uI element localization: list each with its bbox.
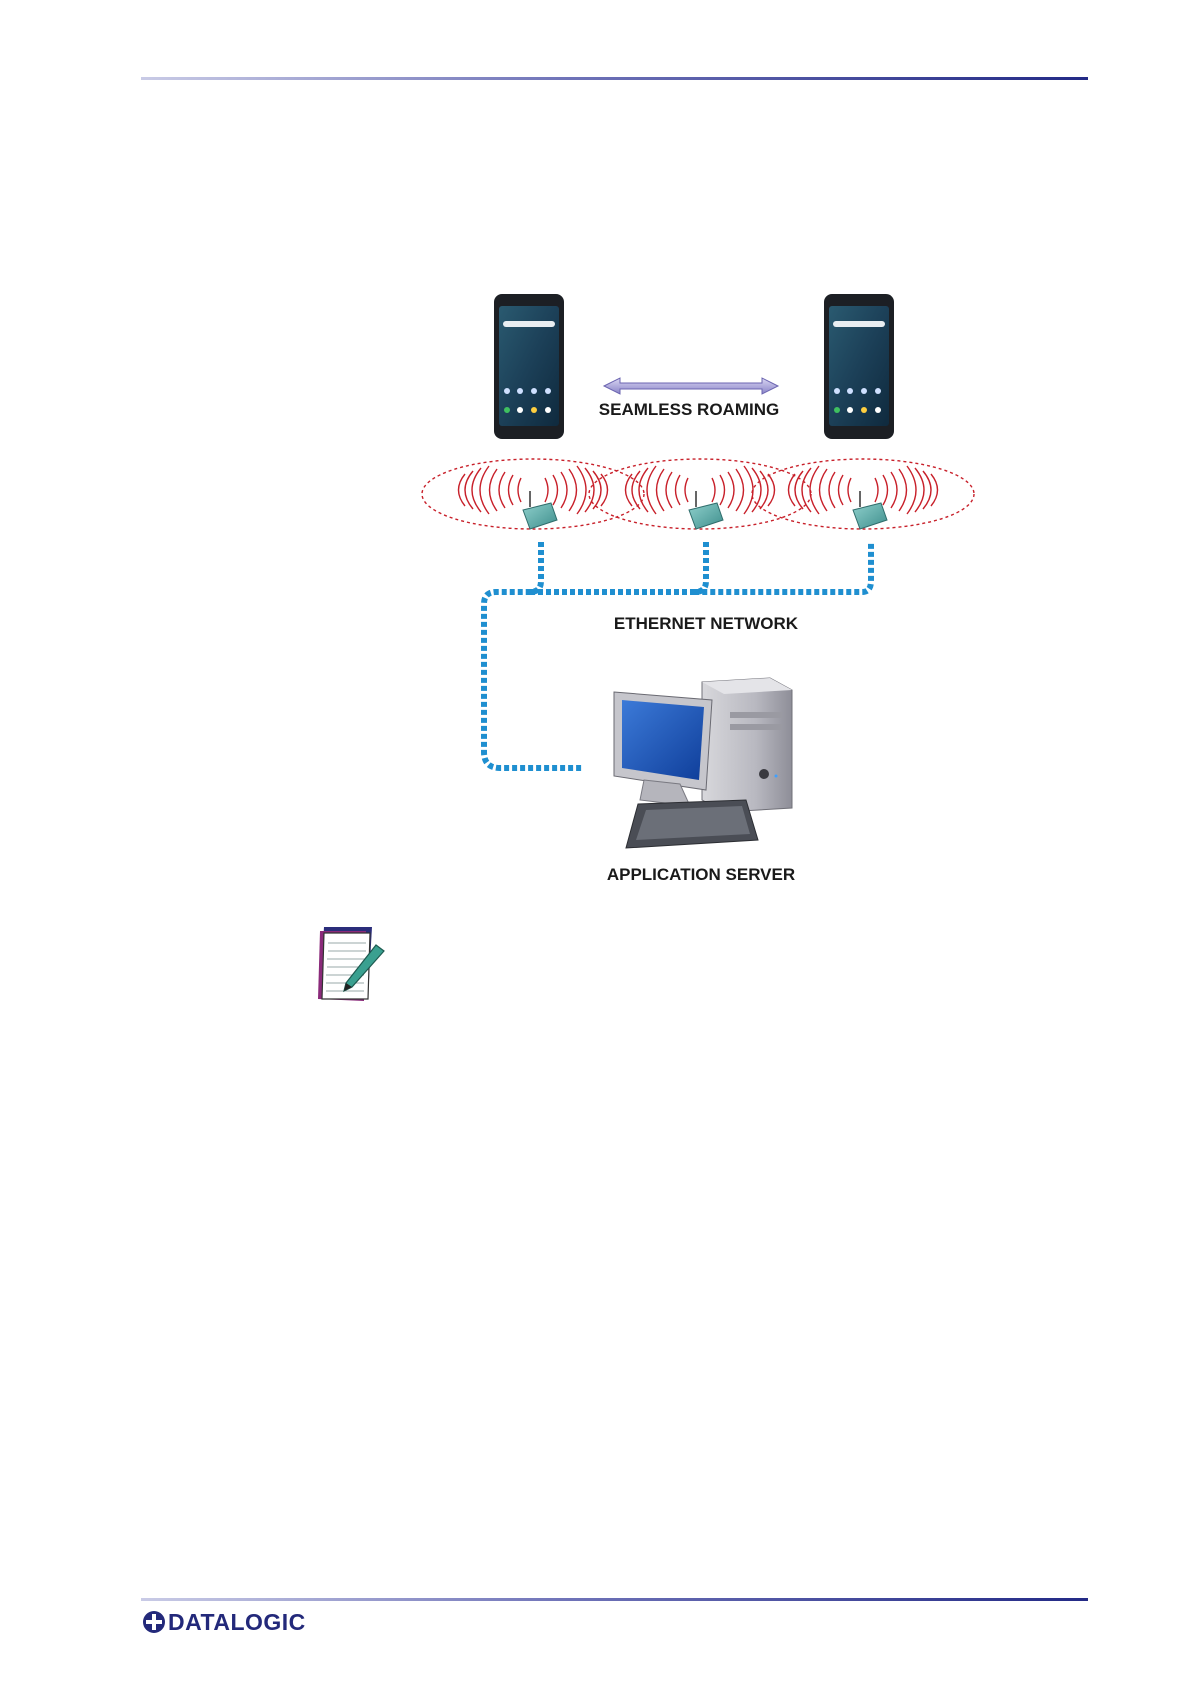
access-point-icon [689,491,723,529]
note-icon [318,925,388,1001]
ethernet-network-label: ETHERNET NETWORK [614,614,799,633]
access-point-icon [853,491,887,529]
datalogic-logo: DATALOGIC [142,1609,306,1635]
footer-rule [141,1598,1088,1601]
roaming-arrow [604,378,778,394]
seamless-roaming-label: SEAMLESS ROAMING [599,400,779,419]
datalogic-logo-icon [142,1610,166,1634]
mobile-computer-icon [824,294,894,439]
brand-name: DATALOGIC [168,1609,306,1635]
access-point-icon [523,491,557,529]
desktop-computer-icon [614,678,792,848]
mobile-computer-icon [494,294,564,439]
application-server-label: APPLICATION SERVER [607,865,795,884]
